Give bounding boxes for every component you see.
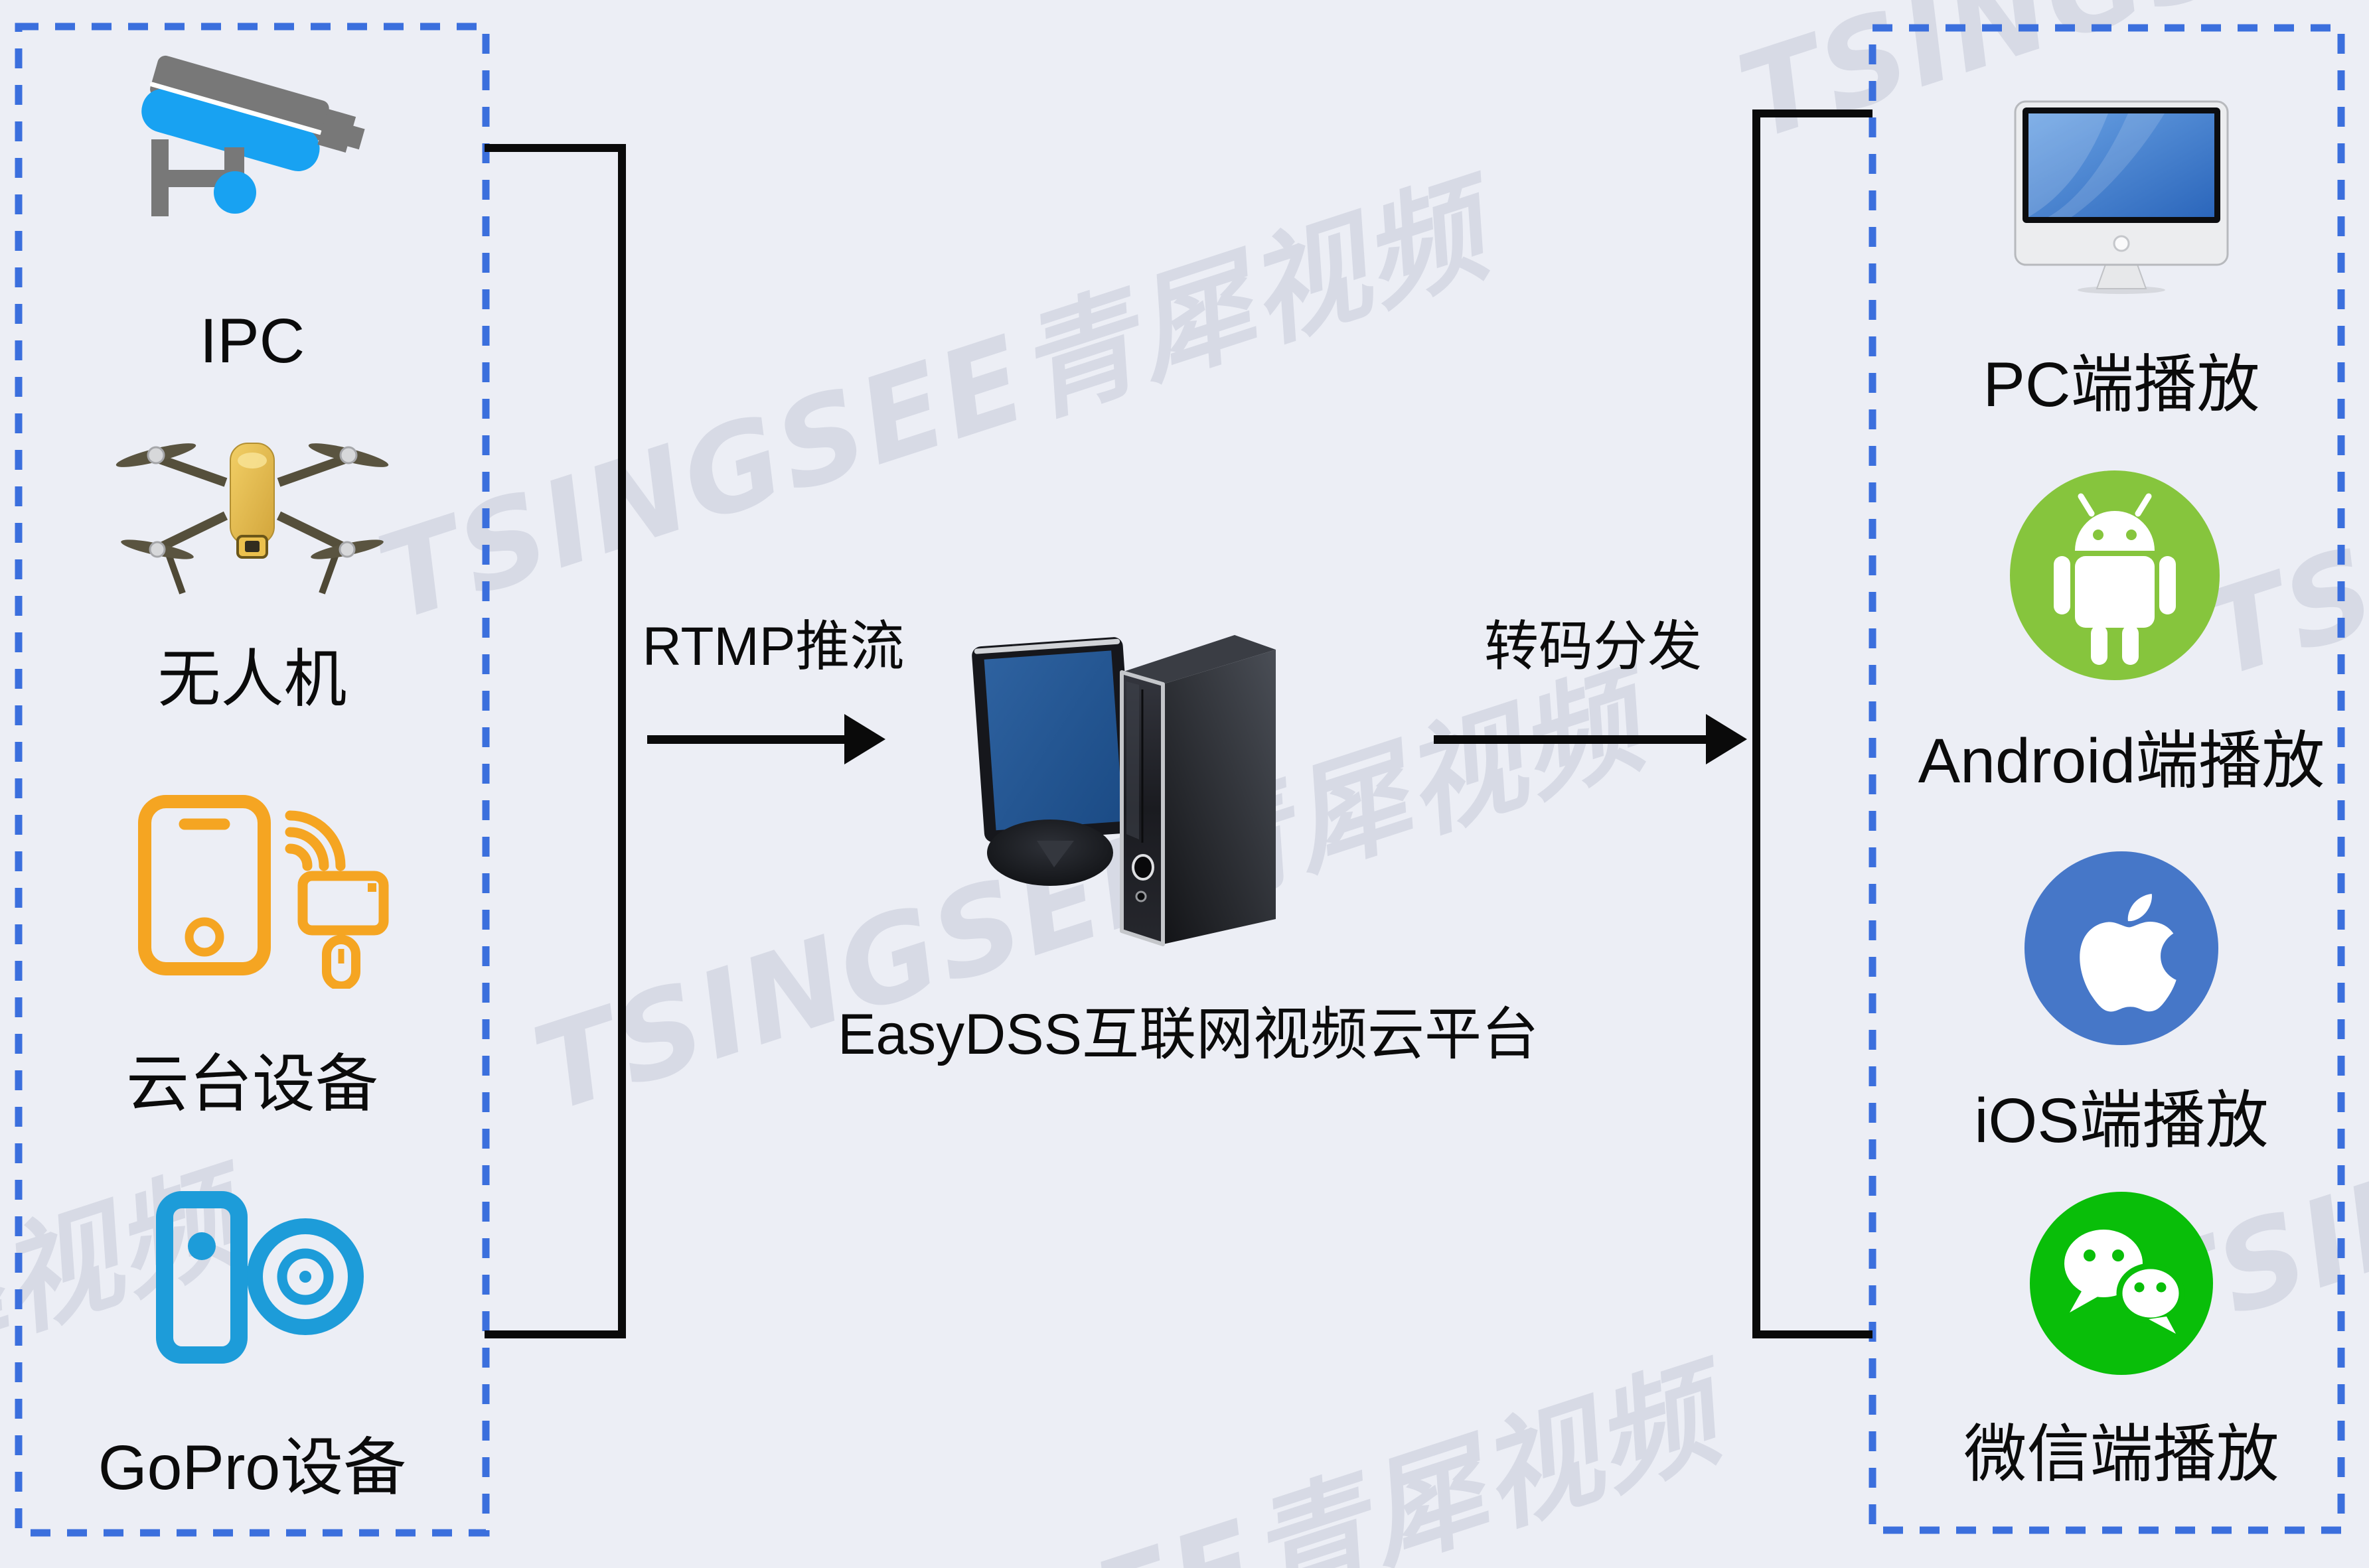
player-label-wechat: 微信端播放 xyxy=(1963,1419,2279,1490)
device-label-gopro: GoPro设备 xyxy=(98,1433,407,1503)
source-devices-group-box xyxy=(15,23,490,1537)
right-bracket-bottom-line xyxy=(1756,1330,1872,1338)
right-bracket-top-line xyxy=(1756,109,1872,117)
player-label-ios: iOS端播放 xyxy=(1974,1086,2269,1156)
device-label-ipc: IPC xyxy=(199,306,305,376)
ptz-gimbal-phone-icon xyxy=(138,795,389,989)
drone-icon xyxy=(115,443,389,595)
left-bracket-vertical-line xyxy=(618,144,626,1338)
watermark-text: TSINGSEE青犀视频 xyxy=(587,1320,1736,1568)
watermark-text: TSINGSEE青犀视频 xyxy=(362,161,1502,648)
server-computer-icon xyxy=(972,635,1276,946)
left-bracket-bottom-line xyxy=(485,1330,626,1338)
player-label-android: Android端播放 xyxy=(1918,726,2325,796)
imac-desktop-icon xyxy=(2014,100,2229,294)
distribute-arrow-shaft xyxy=(1434,735,1707,744)
device-label-ptz: 云台设备 xyxy=(125,1049,378,1119)
platform-label: EasyDSS互联网视频云平台 xyxy=(837,1003,1539,1066)
android-icon xyxy=(2010,470,2220,680)
distribute-label: 转码分发 xyxy=(1484,616,1702,677)
distribute-arrow-head xyxy=(1706,714,1747,764)
gopro-camera-icon xyxy=(156,1191,364,1364)
rtmp-push-arrow-shaft xyxy=(647,735,846,744)
left-bracket-top-line xyxy=(485,144,626,152)
wechat-icon xyxy=(2030,1192,2213,1375)
players-group-box xyxy=(1869,24,2345,1534)
apple-icon xyxy=(2024,851,2219,1046)
right-bracket-vertical-line xyxy=(1752,109,1760,1338)
rtmp-push-label: RTMP推流 xyxy=(642,616,905,677)
rtmp-push-arrow-head xyxy=(844,714,885,764)
player-label-pc: PC端播放 xyxy=(1983,350,2260,420)
device-label-drone: 无人机 xyxy=(157,644,347,715)
cctv-camera-icon xyxy=(141,55,365,216)
